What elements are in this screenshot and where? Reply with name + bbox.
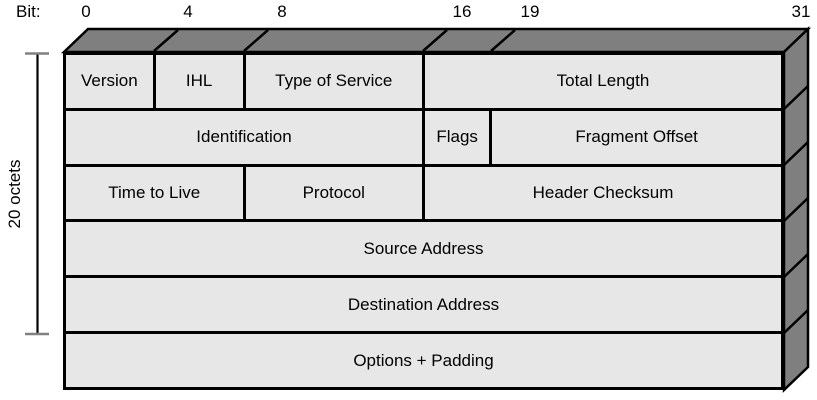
field-version: Version <box>66 55 153 108</box>
bit-tick-19: 19 <box>520 2 540 21</box>
octets-label: 20 octets <box>5 159 24 229</box>
bit-tick-31: 31 <box>791 2 811 21</box>
field-flags: Flags <box>425 110 490 164</box>
right-face-tick-row5 <box>783 309 809 334</box>
right-face-tick-row3 <box>783 197 809 222</box>
bit-tick-0: 0 <box>81 2 91 21</box>
field-destination-address: Destination Address <box>66 278 781 332</box>
top-face-tick-bit4 <box>153 29 179 52</box>
field-protocol: Protocol <box>245 166 422 220</box>
right-face-tick-row1 <box>783 85 809 110</box>
bit-tick-16: 16 <box>452 2 472 21</box>
field-total-length: Total Length <box>425 55 781 108</box>
field-fragment-offset: Fragment Offset <box>492 110 781 164</box>
field-type-of-service: Type of Service <box>245 55 422 108</box>
field-time-to-live: Time to Live <box>66 166 243 220</box>
top-face-tick-bit19 <box>490 29 516 52</box>
field-identification: Identification <box>66 110 422 164</box>
right-face-tick-row4 <box>783 253 809 278</box>
bit-axis-label: Bit: <box>16 2 41 21</box>
field-ihl: IHL <box>155 55 243 108</box>
field-source-address: Source Address <box>66 222 781 276</box>
field-header-checksum: Header Checksum <box>425 166 781 220</box>
field-options-padding: Options + Padding <box>66 334 781 387</box>
top-face-tick-bit8 <box>243 29 269 52</box>
bit-tick-8: 8 <box>277 2 287 21</box>
top-face-tick-bit16 <box>422 29 448 52</box>
right-face-tick-row2 <box>783 141 809 166</box>
bit-tick-4: 4 <box>183 2 193 21</box>
